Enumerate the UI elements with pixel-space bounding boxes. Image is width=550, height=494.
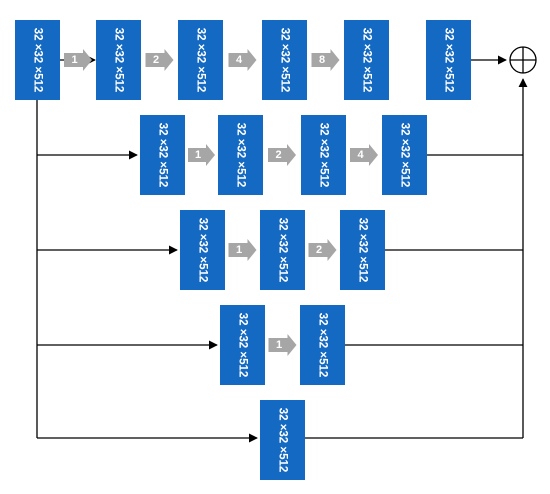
dilation-step-label: 1 (195, 149, 201, 161)
feature-block: 32 ×32 ×512 (260, 400, 305, 480)
dilation-step-arrow: 1 (228, 239, 257, 261)
connector-lines (36, 55, 528, 443)
dilation-step-label: 2 (153, 54, 159, 66)
dilation-step-arrow: 4 (228, 49, 257, 71)
dilation-step-label: 8 (319, 54, 325, 66)
feature-block: 32 ×32 ×512 (15, 20, 60, 100)
feature-block-rect (140, 115, 185, 195)
dilation-step-arrow: 1 (188, 144, 215, 166)
dilation-step-arrow-shape (228, 239, 257, 261)
dilation-step-label: 4 (357, 149, 364, 161)
dilation-step-arrow-shape (228, 49, 257, 71)
feature-block: 32 ×32 ×512 (262, 20, 307, 100)
dilation-step-arrow: 8 (311, 49, 340, 71)
feature-block: 32 ×32 ×512 (260, 210, 305, 290)
feature-block: 32 ×32 ×512 (96, 20, 141, 100)
feature-block-label: 32 ×32 ×512 (113, 28, 125, 93)
feature-block-rect (218, 115, 263, 195)
dilation-step-arrow-shape (268, 334, 297, 356)
feature-block-rect (178, 20, 223, 100)
feature-block-rect (344, 20, 389, 100)
feature-block-rect (382, 115, 427, 195)
feature-block-rect (220, 305, 265, 385)
feature-block-rect (96, 20, 141, 100)
feature-block-label: 32 ×32 ×512 (237, 313, 249, 378)
feature-block-label: 32 ×32 ×512 (235, 123, 247, 188)
feature-block-label: 32 ×32 ×512 (277, 408, 289, 473)
dilation-step-arrow-shape (64, 49, 92, 71)
sum-node (509, 46, 537, 74)
feature-block: 32 ×32 ×512 (220, 305, 265, 385)
feature-block-label: 32 ×32 ×512 (357, 218, 369, 283)
dilation-step-arrow-shape (188, 144, 215, 166)
feature-block-rect (426, 20, 471, 100)
dilation-step-arrow: 4 (350, 144, 378, 166)
feature-block-rect (15, 20, 60, 100)
dilation-step-label: 4 (236, 54, 243, 66)
feature-block-label: 32 ×32 ×512 (277, 218, 289, 283)
feature-block: 32 ×32 ×512 (340, 210, 385, 290)
feature-block: 32 ×32 ×512 (300, 305, 345, 385)
blocks-layer: 32 ×32 ×512 32 ×32 ×512 32 ×32 ×512 32 ×32 … (15, 20, 471, 480)
dilation-step-label: 2 (316, 244, 322, 256)
feature-block-label: 32 ×32 ×512 (157, 123, 169, 188)
feature-block-rect (262, 20, 307, 100)
feature-block-label: 32 ×32 ×512 (195, 28, 207, 93)
dilation-step-arrow-shape (350, 144, 378, 166)
feature-block: 32 ×32 ×512 (344, 20, 389, 100)
feature-block-rect (180, 210, 225, 290)
dilation-step-label: 2 (275, 149, 281, 161)
feature-block-label: 32 ×32 ×512 (197, 218, 209, 283)
feature-block-rect (301, 115, 346, 195)
feature-block: 32 ×32 ×512 (178, 20, 223, 100)
feature-block: 32 ×32 ×512 (301, 115, 346, 195)
feature-block: 32 ×32 ×512 (180, 210, 225, 290)
feature-block: 32 ×32 ×512 (140, 115, 185, 195)
dilation-step-label: 1 (236, 244, 242, 256)
dilation-step-arrow-shape (145, 49, 174, 71)
dilation-step-arrow-shape (268, 144, 296, 166)
feature-block-label: 32 ×32 ×512 (361, 28, 373, 93)
dilation-step-arrow-shape (308, 239, 337, 261)
dilation-step-arrow: 2 (308, 239, 337, 261)
feature-block-rect (340, 210, 385, 290)
feature-block-label: 32 ×32 ×512 (399, 123, 411, 188)
dilation-step-arrow: 1 (64, 49, 92, 71)
dilation-step-arrow: 1 (268, 334, 297, 356)
feature-block-rect (260, 210, 305, 290)
feature-block: 32 ×32 ×512 (218, 115, 263, 195)
feature-block-rect (300, 305, 345, 385)
feature-block: 32 ×32 ×512 (426, 20, 471, 100)
feature-block-rect (260, 400, 305, 480)
dilation-step-arrow: 2 (268, 144, 296, 166)
feature-block-label: 32 ×32 ×512 (32, 28, 44, 93)
feature-block-label: 32 ×32 ×512 (443, 28, 455, 93)
dilation-step-arrow-shape (311, 49, 340, 71)
dilation-step-label: 1 (71, 54, 77, 66)
dilation-step-arrow: 2 (145, 49, 174, 71)
feature-block-label: 32 ×32 ×512 (318, 123, 330, 188)
feature-block-label: 32 ×32 ×512 (279, 28, 291, 93)
dilation-step-label: 1 (276, 339, 282, 351)
feature-block-label: 32 ×32 ×512 (317, 313, 329, 378)
feature-block: 32 ×32 ×512 (382, 115, 427, 195)
